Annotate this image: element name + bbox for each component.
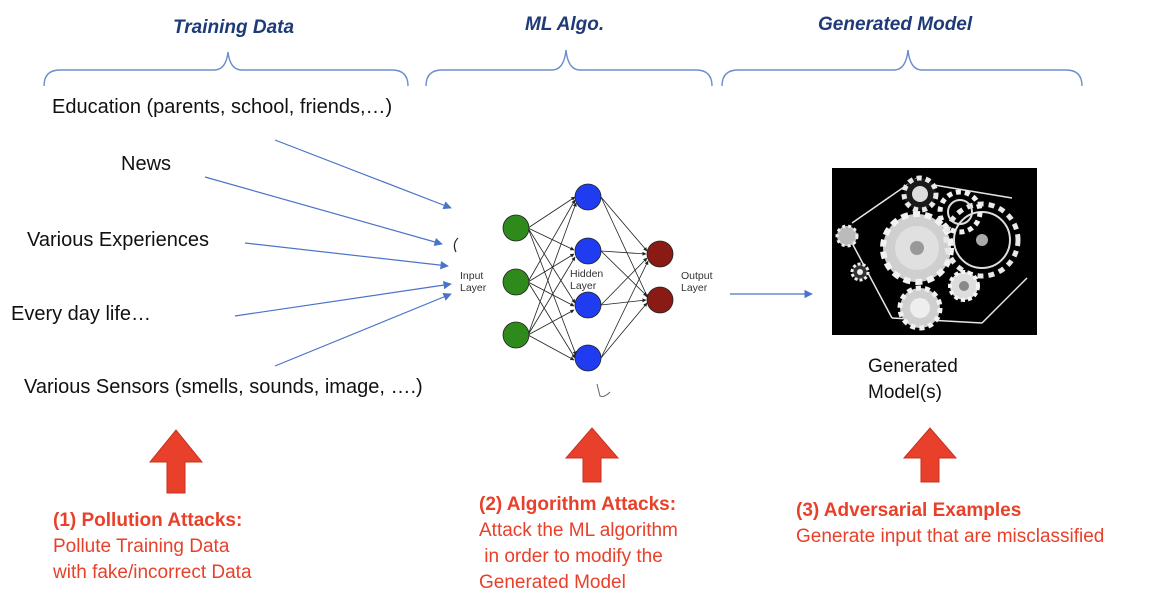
attack-title: (1) Pollution Attacks: — [53, 510, 243, 531]
source-news: News — [121, 153, 172, 175]
hidden-layer-nodes — [574, 183, 602, 372]
source-daily-life: Every day life… — [11, 303, 152, 325]
attack-arrow-3 — [902, 427, 958, 483]
attack-arrow-2 — [564, 427, 620, 483]
attack-arrow-1 — [148, 429, 204, 494]
generated-model-caption: Generated Model(s) — [868, 356, 958, 403]
hidden-node — [574, 183, 602, 211]
input-node — [502, 321, 530, 349]
output-layer-nodes — [646, 240, 674, 314]
input-layer-label: Input Layer — [460, 270, 487, 294]
source-education: Education (parents, school, friends,…) — [52, 96, 393, 118]
arrow-news — [204, 176, 443, 246]
output-node — [646, 240, 674, 268]
input-layer-nodes — [502, 214, 530, 349]
input-arrows — [204, 139, 452, 367]
attack-algorithm: (2) Algorithm Attacks: Attack the ML alg… — [479, 494, 678, 596]
brace-algo — [425, 49, 713, 87]
hidden-node — [574, 344, 602, 372]
input-node — [502, 268, 530, 296]
arrow-sensors — [274, 292, 452, 367]
attack-adversarial: (3) Adversarial Examples Generate input … — [796, 500, 1104, 550]
attack-pollution: (1) Pollution Attacks: Pollute Training … — [53, 510, 252, 586]
attack-line: in order to modify the — [479, 546, 663, 567]
arrow-experiences — [244, 242, 449, 270]
network-edges — [527, 196, 649, 361]
attack-title: (3) Adversarial Examples — [796, 500, 1022, 521]
hidden-node — [574, 291, 602, 319]
gears-icon — [835, 175, 1028, 331]
hidden-layer-label: Hidden Layer — [570, 268, 604, 292]
attack-line: with fake/incorrect Data — [53, 562, 252, 583]
source-experiences: Various Experiences — [27, 229, 209, 251]
attack-line: Generate input that are misclassified — [796, 526, 1105, 547]
brace-model — [721, 49, 1083, 87]
output-node — [646, 286, 674, 314]
header-generated-model: Generated Model — [818, 14, 973, 35]
arrow-education — [274, 139, 452, 210]
header-training-data: Training Data — [173, 17, 295, 38]
hidden-node — [574, 237, 602, 265]
arrow-daily-life — [234, 280, 452, 317]
input-node — [502, 214, 530, 242]
attack-line: Pollute Training Data — [53, 536, 230, 557]
generated-model-image — [832, 168, 1037, 335]
attack-line: Generated Model — [479, 572, 626, 593]
output-layer-label: Output Layer — [681, 270, 713, 294]
attack-title: (2) Algorithm Attacks: — [479, 494, 677, 515]
header-ml-algo: ML Algo. — [525, 14, 605, 35]
attack-line: Attack the ML algorithm — [479, 520, 678, 541]
brace-training — [43, 51, 409, 87]
source-sensors: Various Sensors (smells, sounds, image, … — [24, 376, 423, 398]
